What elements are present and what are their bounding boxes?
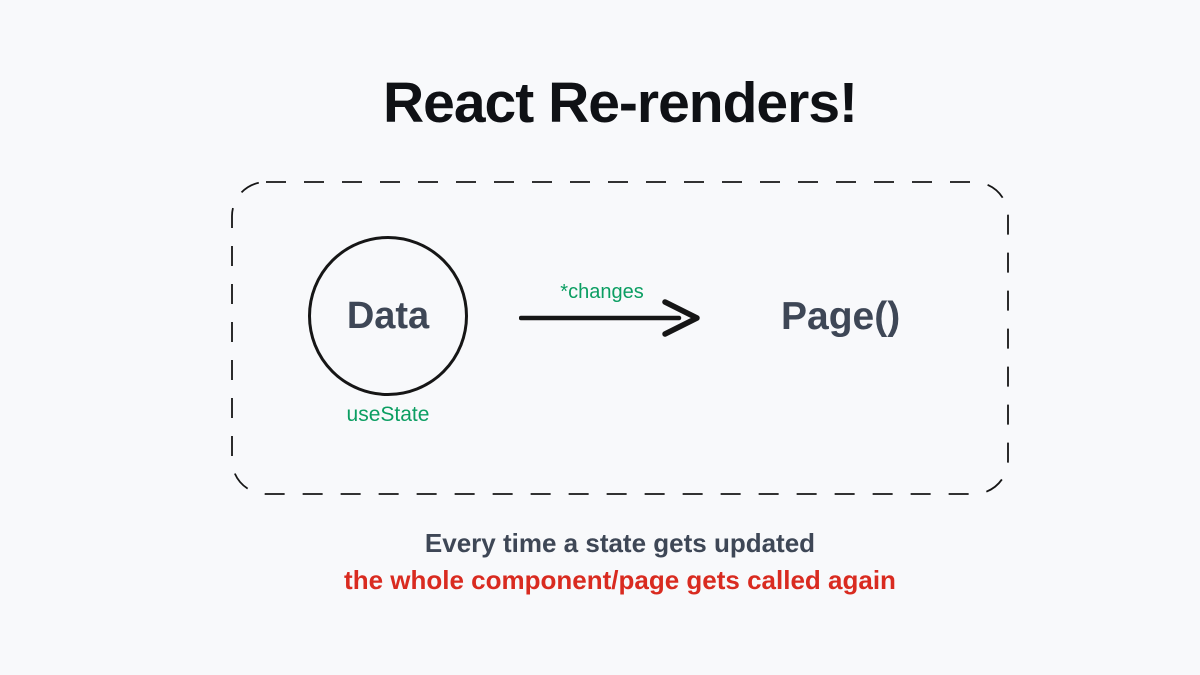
arrow-right-icon — [519, 299, 700, 337]
page-title: React Re-renders! — [382, 71, 858, 135]
page-node-label: Page() — [781, 295, 901, 338]
data-node-label: Data — [346, 294, 430, 337]
usestate-caption: useState — [346, 403, 430, 426]
changes-label: *changes — [560, 281, 644, 303]
data-node-circle: Data — [308, 236, 468, 396]
dashed-container-border — [231, 181, 1009, 495]
footer-line-1: Every time a state gets updated — [424, 528, 816, 558]
footer-line-2: the whole component/page gets called aga… — [344, 565, 896, 595]
